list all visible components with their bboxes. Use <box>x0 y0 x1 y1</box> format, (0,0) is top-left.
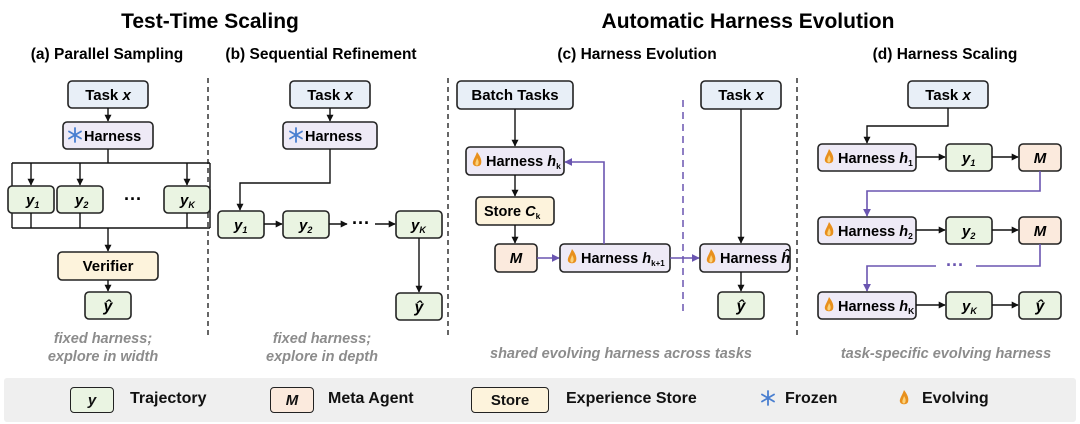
legend-frozen-label: Frozen <box>785 390 838 407</box>
svg-text:y2: y2 <box>961 223 975 241</box>
batch-tasks-label: Batch Tasks <box>471 87 558 104</box>
task-var: x <box>121 87 131 104</box>
output-node <box>1018 291 1062 320</box>
output-node <box>84 291 132 320</box>
legend-trajectory-label: Trajectory <box>130 390 207 407</box>
legend-meta-agent-box: M <box>270 387 314 413</box>
svg-text:y1: y1 <box>233 217 247 235</box>
panel-c-title: (c) Harness Evolution <box>557 46 716 63</box>
svg-text:yK: yK <box>410 217 427 235</box>
harness-label: Harness <box>305 129 362 145</box>
svg-text:Harness ĥ: Harness ĥ <box>720 249 790 267</box>
panel-c: Batch Tasks Harness hk Store Ck M Harnes… <box>456 80 791 320</box>
svg-text:yK: yK <box>179 192 196 210</box>
svg-text:y2: y2 <box>74 192 88 210</box>
caption-a-line1: fixed harness; <box>54 331 152 347</box>
output-label: ŷ <box>103 298 114 315</box>
svg-text:Task x: Task x <box>925 87 971 104</box>
svg-text:y2: y2 <box>298 217 312 235</box>
svg-text:Harness h2: Harness h2 <box>838 224 913 241</box>
panel-d: Task x Harness h1 y1 M Harness h2 y2 M ·… <box>817 80 1062 320</box>
heading-automatic-harness-evolution: Automatic Harness Evolution <box>602 10 895 33</box>
heading-test-time-scaling: Test-Time Scaling <box>121 10 299 33</box>
caption-a-line2: explore in width <box>48 349 159 365</box>
svg-text:Harness hK: Harness hK <box>838 299 915 316</box>
svg-text:Task x: Task x <box>718 87 764 104</box>
ellipsis: ··· <box>352 213 370 233</box>
panel-b-title: (b) Sequential Refinement <box>225 46 416 63</box>
svg-text:Harness h1: Harness h1 <box>838 151 913 168</box>
output-label: ŷ <box>414 299 425 316</box>
meta-agent-label: M <box>510 250 523 267</box>
ellipsis: ··· <box>124 189 142 209</box>
legend-meta-agent-label: Meta Agent <box>328 390 414 407</box>
panel-a: Task x Harness y1 y2 ··· yK Verifier ŷ <box>7 80 211 320</box>
ellipsis: ··· <box>946 255 964 275</box>
legend-evolving-label: Evolving <box>922 390 989 407</box>
svg-text:y1: y1 <box>25 192 39 210</box>
harness-label: Harness <box>84 129 141 145</box>
svg-text:Harness hk+1: Harness hk+1 <box>581 251 665 268</box>
svg-text:Harness hk: Harness hk <box>486 154 561 171</box>
caption-b-line2: explore in depth <box>266 349 378 365</box>
panel-b: Task x Harness y1 y2 ··· yK ŷ <box>217 80 443 321</box>
legend: y Trajectory M Meta Agent Store Experien… <box>4 378 1076 422</box>
legend-store-box: Store <box>471 387 549 413</box>
svg-text:Task x: Task x <box>85 87 131 104</box>
caption-b-line1: fixed harness; <box>273 331 371 347</box>
harness-hhat-node <box>699 243 791 273</box>
panel-d-title: (d) Harness Scaling <box>873 46 1018 63</box>
svg-text:ŷ: ŷ <box>1035 298 1046 315</box>
snowflake-icon <box>761 390 775 406</box>
verifier-label: Verifier <box>83 258 134 275</box>
output-label: ŷ <box>736 298 747 315</box>
svg-text:yK: yK <box>961 298 978 316</box>
svg-text:M: M <box>1034 223 1047 240</box>
output-node <box>395 292 443 321</box>
svg-text:Task x: Task x <box>307 87 353 104</box>
caption-d: task-specific evolving harness <box>841 346 1051 362</box>
legend-trajectory-box: y <box>70 387 114 413</box>
task-label: Task <box>85 87 119 104</box>
caption-c: shared evolving harness across tasks <box>490 346 752 362</box>
panel-a-title: (a) Parallel Sampling <box>31 46 183 63</box>
svg-text:M: M <box>1034 150 1047 167</box>
legend-experience-store-label: Experience Store <box>566 390 697 407</box>
output-node <box>717 291 765 320</box>
flame-icon <box>899 390 909 405</box>
svg-text:y1: y1 <box>961 150 975 168</box>
svg-text:Store Ck: Store Ck <box>484 204 541 221</box>
